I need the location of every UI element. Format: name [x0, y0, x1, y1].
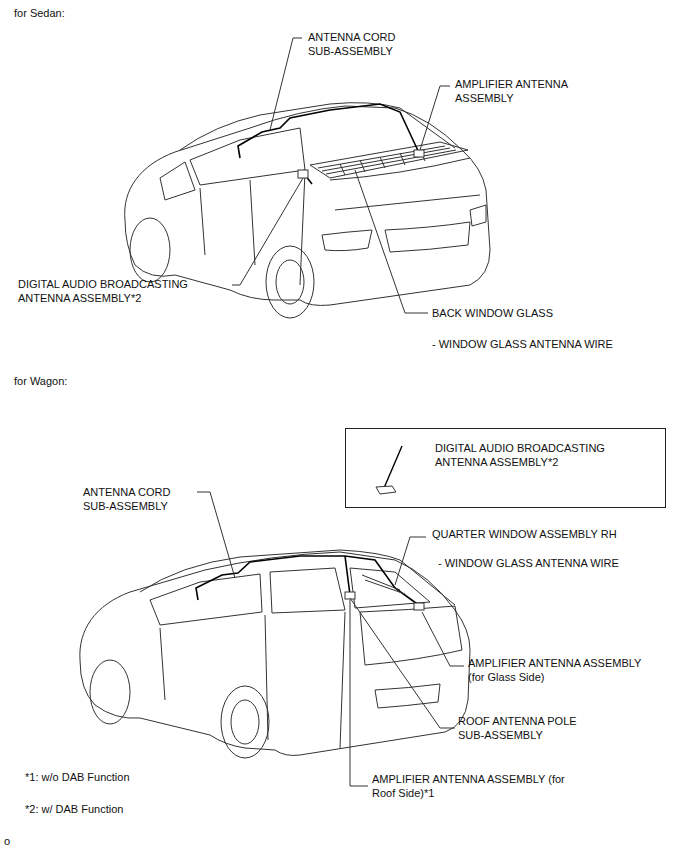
back-door [360, 606, 462, 708]
part-label: AMPLIFIER ANTENNA ASSEMBLY (for Roof Sid… [372, 772, 587, 800]
part-label: ANTENNA CORD SUB-ASSEMBLY [83, 485, 193, 513]
part-label: for Wagon: [14, 374, 134, 388]
inset-box: DIGITAL AUDIO BROADCASTING ANTENNA ASSEM… [345, 428, 666, 508]
window-line [270, 568, 345, 613]
wheel [90, 660, 130, 724]
leader-line [422, 612, 464, 666]
amplifier [414, 150, 424, 157]
leader-line [350, 600, 368, 786]
antenna-wire [318, 146, 456, 175]
leader-line [355, 170, 428, 313]
part-label: BACK WINDOW GLASS [432, 306, 632, 320]
window-line [190, 128, 305, 185]
wheel [130, 218, 170, 282]
window-line [160, 162, 195, 200]
part-label: *2: w/ DAB Function [25, 802, 225, 816]
leader-line [232, 178, 303, 285]
back-window [310, 142, 468, 178]
leader-line [270, 38, 302, 130]
roof-line [140, 550, 455, 605]
dab-antenna-icon [384, 446, 402, 488]
antenna-cord [196, 556, 420, 606]
trunk-line [330, 158, 480, 252]
tail-light [322, 205, 486, 251]
leader-line [197, 492, 235, 578]
part-label: AMPLIFIER ANTENNA ASSEMBLY (for Glass Si… [468, 656, 653, 684]
window-line [150, 574, 262, 625]
part-label: for Sedan: [14, 6, 134, 20]
leader-line [350, 598, 455, 728]
quarter-window [350, 568, 430, 608]
car-body [80, 552, 470, 755]
part-label: DIGITAL AUDIO BROADCASTING ANTENNA ASSEM… [18, 277, 228, 305]
door-line [160, 612, 345, 748]
wheel [276, 260, 304, 304]
door-line [200, 172, 305, 285]
wheel [266, 246, 314, 318]
part-label: QUARTER WINDOW ASSEMBLY RH [432, 527, 662, 541]
part-label: DIGITAL AUDIO BROADCASTING ANTENNA ASSEM… [435, 441, 650, 469]
part-label: o [4, 834, 24, 848]
wheel [231, 700, 259, 744]
wheel [221, 686, 269, 758]
car-body [125, 106, 490, 305]
antenna-wire [362, 575, 405, 594]
part-label: AMPLIFIER ANTENNA ASSEMBLY [455, 77, 595, 105]
part-label: ROOF ANTENNA POLE SUB-ASSEMBLY [458, 714, 583, 742]
leader-line [395, 537, 426, 585]
part-label: *1: w/o DAB Function [25, 770, 225, 784]
amplifier [414, 603, 424, 610]
leader-line [420, 86, 450, 150]
part-label: - WINDOW GLASS ANTENNA WIRE [432, 337, 662, 351]
part-label: - WINDOW GLASS ANTENNA WIRE [438, 556, 668, 570]
dab-antenna-icon [376, 486, 396, 494]
antenna-cord [238, 104, 420, 184]
dab-antenna [298, 170, 308, 178]
amplifier [345, 592, 355, 599]
part-label: ANTENNA CORD SUB-ASSEMBLY [308, 30, 408, 58]
